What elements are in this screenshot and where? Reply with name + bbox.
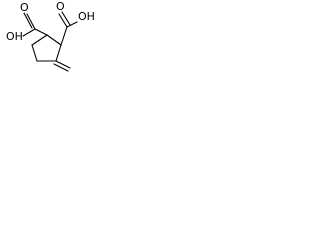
ring-bond-c4-c5 xyxy=(55,44,62,62)
hydroxyl-bond-left xyxy=(22,28,36,37)
carbonyl-bond-left-a xyxy=(26,13,36,30)
ring-bond-c1-c2 xyxy=(31,34,48,46)
molecule-structure: O OH O OH xyxy=(6,0,95,72)
carbonyl-bond-left-b xyxy=(23,12,33,29)
bond-c1-carboxyl-c xyxy=(34,28,48,36)
ring-bond-c5-c1 xyxy=(46,34,62,46)
carbonyl-bond-right-a xyxy=(58,13,68,28)
carbonyl-bond-right-b xyxy=(61,11,71,26)
hydroxyl-label-left: OH xyxy=(6,30,23,43)
bond-c5-carboxyl-c xyxy=(60,26,68,46)
hydroxyl-bond-right xyxy=(66,21,78,28)
carbonyl-oxygen-left: O xyxy=(20,1,29,14)
ring-bond-c2-c3 xyxy=(31,44,38,62)
methylene-double-bond xyxy=(53,60,71,72)
hydroxyl-label-right: OH xyxy=(78,10,95,23)
cyclopentane-ring xyxy=(31,34,62,62)
carbonyl-oxygen-right: O xyxy=(56,0,65,13)
carboxyl-group-right: O OH xyxy=(56,0,95,46)
carboxyl-group-left: O OH xyxy=(6,1,48,43)
